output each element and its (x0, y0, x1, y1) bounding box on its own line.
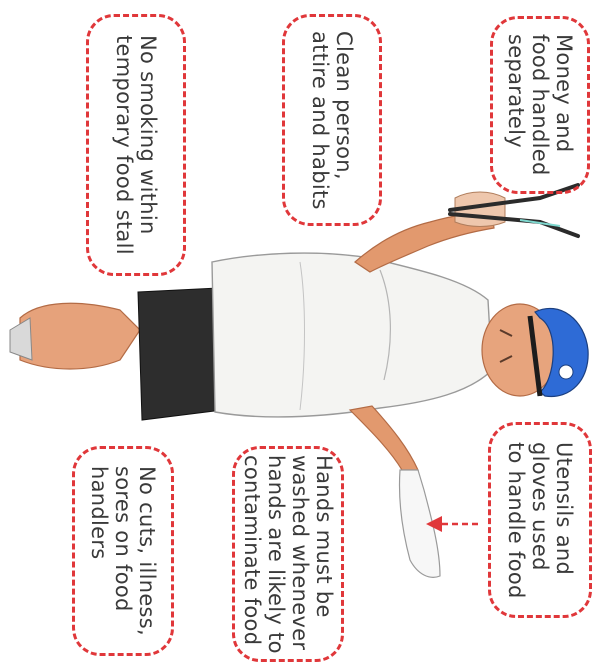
callout-no-cuts: No cuts, illness, sores on food handlers (72, 446, 174, 656)
callout-hands-washed: Hands must be washed whenever hands are … (232, 446, 344, 662)
callout-utensils-gloves-text: Utensils and gloves used to handle food (504, 442, 576, 599)
callout-clean-person-text: Clean person, attire and habits (308, 31, 356, 210)
callout-hands-washed-text: Hands must be washed whenever hands are … (240, 455, 336, 654)
callout-no-smoking-text: No smoking within temporary food stall (112, 35, 160, 255)
callout-money-food-text: Money and food handled separately (504, 34, 576, 176)
callout-utensils-gloves: Utensils and gloves used to handle food (488, 422, 592, 618)
apron (138, 288, 222, 420)
legs (10, 303, 140, 369)
callout-no-smoking: No smoking within temporary food stall (86, 14, 186, 276)
callout-clean-person: Clean person, attire and habits (282, 14, 382, 226)
right-arm (350, 406, 440, 577)
callout-money-food: Money and food handled separately (490, 16, 590, 194)
callout-no-cuts-text: No cuts, illness, sores on food handlers (87, 466, 159, 636)
shirt (212, 253, 492, 417)
